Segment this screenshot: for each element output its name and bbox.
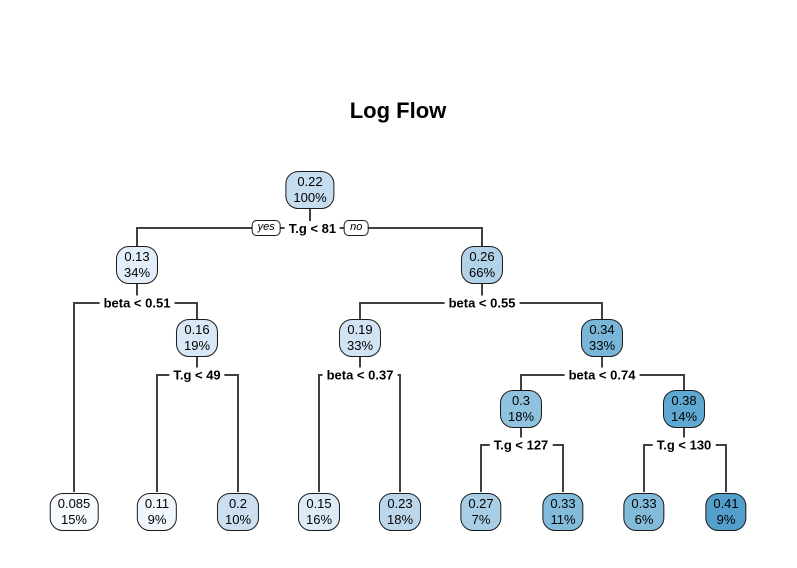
- node-value: 0.15: [306, 496, 332, 511]
- edge-line: [156, 375, 158, 492]
- node-value: 0.3: [511, 393, 531, 408]
- node-percent: 15%: [60, 512, 88, 527]
- edge-line: [73, 303, 75, 492]
- edge-line: [237, 375, 239, 492]
- node-value: 0.38: [671, 393, 697, 408]
- edge-line: [683, 375, 685, 390]
- split-condition-label: beta < 0.37: [322, 367, 398, 383]
- node-value: 0.27: [468, 496, 494, 511]
- node-percent: 33%: [588, 338, 616, 353]
- split-rule: beta < 0.55: [444, 295, 520, 311]
- edge-line: [359, 303, 361, 319]
- edge-line: [480, 445, 482, 492]
- split-condition-label: T.g < 81: [284, 220, 341, 236]
- edge-line: [601, 303, 603, 319]
- node-percent: 66%: [468, 265, 496, 280]
- node-percent: 34%: [123, 265, 151, 280]
- node-percent: 9%: [716, 512, 736, 527]
- split-rule: beta < 0.37: [322, 367, 398, 383]
- node-value: 0.33: [631, 496, 657, 511]
- node-value: 0.26: [469, 249, 495, 264]
- edge-line: [520, 375, 522, 390]
- node-value: 0.34: [589, 322, 615, 337]
- node-value: 0.41: [713, 496, 739, 511]
- split-condition-label: T.g < 130: [652, 437, 716, 453]
- split-condition-label: beta < 0.74: [564, 367, 640, 383]
- node-percent: 18%: [507, 409, 535, 424]
- split-rule: beta < 0.74: [564, 367, 640, 383]
- node-value: 0.19: [347, 322, 373, 337]
- node-percent: 14%: [670, 409, 698, 424]
- node-value: 0.11: [144, 496, 170, 511]
- node-percent: 10%: [224, 512, 252, 527]
- node-value: 0.085: [57, 496, 91, 511]
- node-percent: 9%: [147, 512, 167, 527]
- edge-line: [481, 284, 483, 303]
- edge-line: [196, 357, 198, 375]
- node-percent: 100%: [293, 190, 327, 205]
- node-value: 0.13: [124, 249, 150, 264]
- node-percent: 33%: [346, 338, 374, 353]
- node-value: 0.23: [387, 496, 413, 511]
- split-condition-label: beta < 0.51: [99, 295, 175, 311]
- edge-line: [562, 445, 564, 492]
- split-rule: beta < 0.51: [99, 295, 175, 311]
- node-percent: 11%: [550, 512, 576, 527]
- edge-line: [399, 375, 401, 492]
- edge-line: [196, 303, 198, 319]
- node-percent: 19%: [183, 338, 211, 353]
- node-value: 0.22: [297, 174, 323, 189]
- edge-line: [359, 357, 361, 375]
- split-condition-label: beta < 0.55: [444, 295, 520, 311]
- plot-title: Log Flow: [349, 98, 447, 123]
- split-condition-label: T.g < 127: [489, 437, 553, 453]
- yes-badge: yes: [251, 220, 281, 236]
- no-badge: no: [344, 220, 369, 236]
- edge-line: [643, 445, 645, 492]
- split-rule: T.g < 49: [169, 367, 225, 383]
- node-value: 0.16: [184, 322, 210, 337]
- edge-line: [725, 445, 727, 492]
- split-condition-label: T.g < 49: [169, 367, 225, 383]
- edge-line: [481, 228, 483, 246]
- edge-line: [520, 428, 522, 445]
- split-rule: T.g < 130: [652, 437, 716, 453]
- edge-line: [601, 357, 603, 375]
- edge-line: [309, 209, 311, 228]
- node-value: 0.33: [550, 496, 576, 511]
- node-value: 0.2: [228, 496, 248, 511]
- edge-line: [318, 375, 320, 492]
- split-rule: T.g < 127: [489, 437, 553, 453]
- node-percent: 18%: [386, 512, 414, 527]
- node-percent: 7%: [471, 512, 491, 527]
- edge-line: [136, 284, 138, 303]
- node-percent: 6%: [634, 512, 654, 527]
- edge-line: [683, 428, 685, 445]
- node-percent: 16%: [305, 512, 333, 527]
- edge-line: [136, 228, 138, 246]
